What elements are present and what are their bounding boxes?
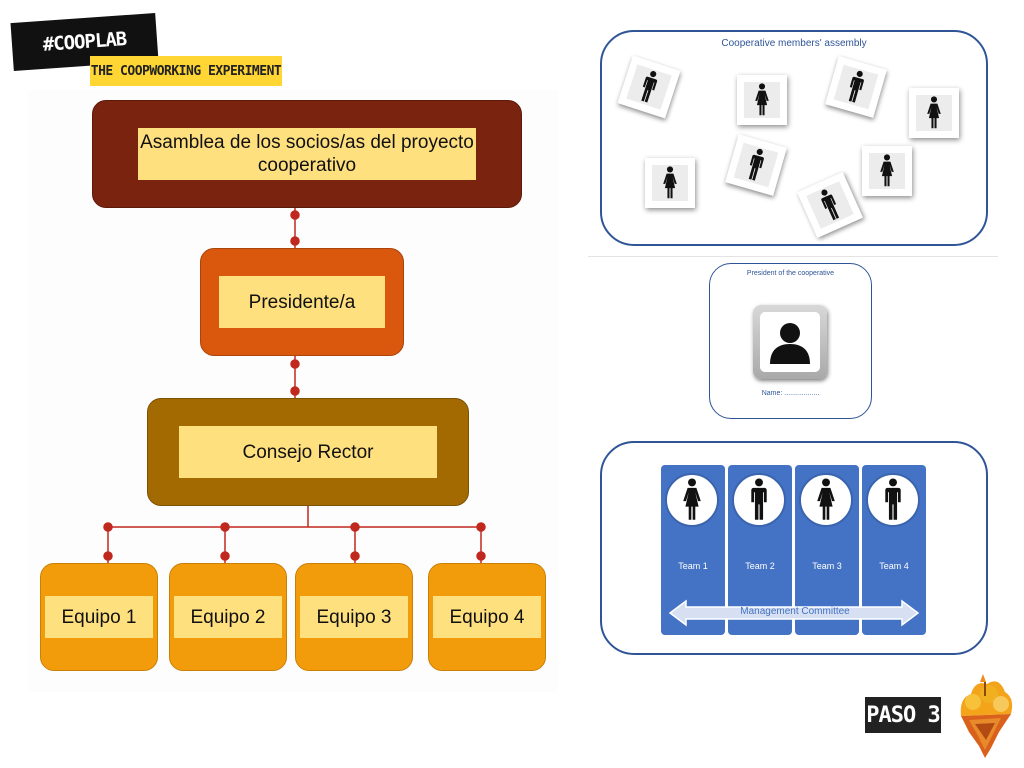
- member-card: [909, 88, 959, 138]
- president-node: Presidente/a: [200, 248, 404, 356]
- council-node: Consejo Rector: [147, 398, 469, 506]
- council-label: Consejo Rector: [179, 426, 437, 478]
- member-card: [737, 75, 787, 125]
- floating-island-icon: [960, 674, 1013, 758]
- divider-line: [588, 256, 998, 257]
- connector-dot: [290, 236, 300, 246]
- person-silhouette-icon: [770, 323, 810, 364]
- management-committee-label: Management Committee: [740, 606, 850, 617]
- president-avatar-frame: [753, 305, 827, 379]
- member-card: [862, 146, 912, 196]
- connector-dot: [290, 359, 300, 369]
- assembly-panel-title: Cooperative members' assembly: [721, 38, 867, 49]
- team-label: Equipo 4: [433, 596, 541, 638]
- team-node-1: Equipo 1: [40, 563, 158, 671]
- team-column-label: Team 2: [745, 561, 775, 571]
- president-label: Presidente/a: [219, 276, 385, 328]
- step-label: PASO 3: [865, 697, 941, 733]
- team-node-3: Equipo 3: [295, 563, 413, 671]
- team-label: Equipo 3: [300, 596, 408, 638]
- connector-dot: [290, 386, 300, 396]
- president-panel-title: President of the cooperative: [746, 270, 835, 277]
- member-card: [645, 158, 695, 208]
- team-label: Equipo 1: [45, 596, 153, 638]
- president-name-line: Name: ..................: [761, 390, 820, 397]
- team-node-2: Equipo 2: [169, 563, 287, 671]
- coopworking-experiment-label: THE COOPWORKING EXPERIMENT: [90, 56, 282, 86]
- assembly-node: Asamblea de los socios/as del proyecto c…: [92, 100, 522, 208]
- assembly-label: Asamblea de los socios/as del proyecto c…: [138, 128, 476, 180]
- connector-dot: [290, 210, 300, 220]
- team-column-label: Team 3: [812, 561, 842, 571]
- team-column-label: Team 1: [678, 561, 708, 571]
- team-column-label: Team 4: [879, 561, 909, 571]
- team-node-4: Equipo 4: [428, 563, 546, 671]
- team-label: Equipo 2: [174, 596, 282, 638]
